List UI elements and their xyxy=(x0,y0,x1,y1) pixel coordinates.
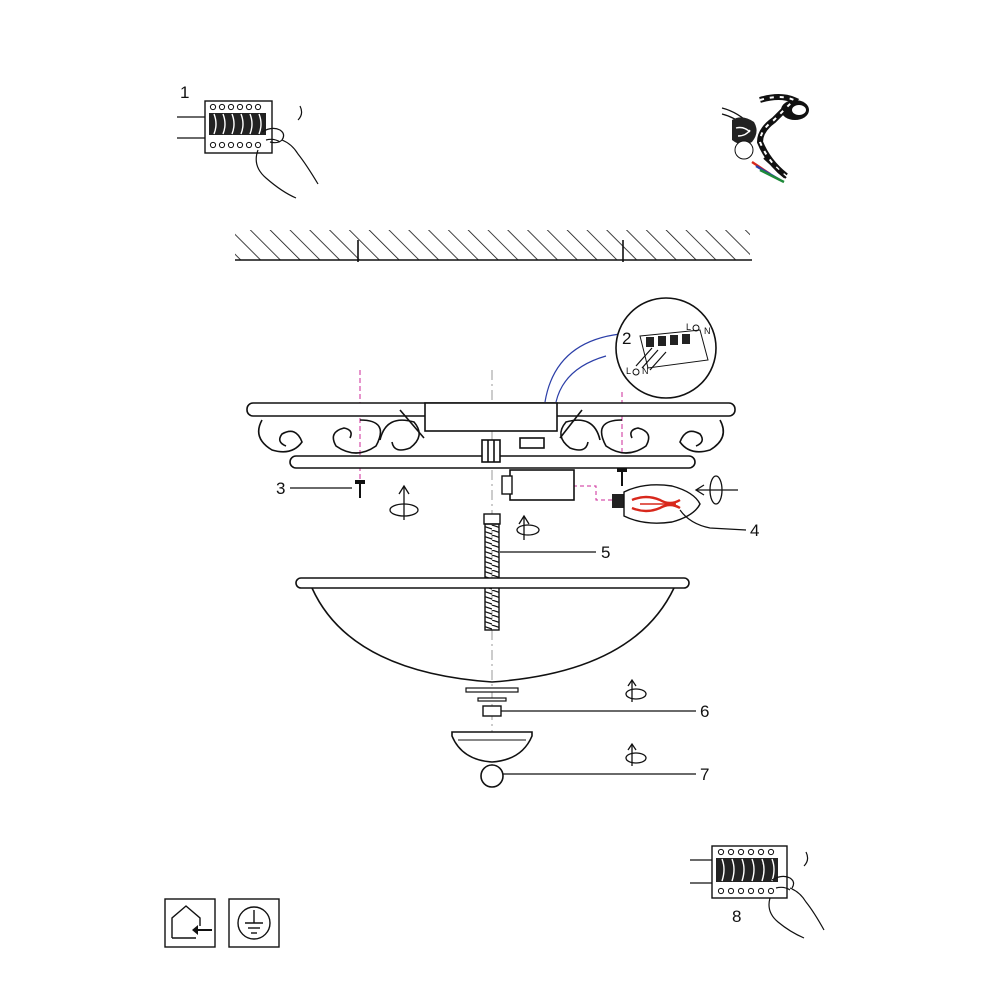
ceiling xyxy=(235,230,752,262)
step2-terminal-detail: 2 L N L N xyxy=(544,297,717,403)
glass-bowl xyxy=(295,577,690,683)
step3-screw: 3 xyxy=(276,468,627,498)
rotate-arrow-icon-4 xyxy=(625,678,647,702)
step4-bulb: 4 xyxy=(612,484,759,540)
ceiling-frame xyxy=(246,402,736,469)
step5-threaded-rod: 5 xyxy=(483,513,610,631)
terminal-live-label-bottom: L xyxy=(626,366,631,376)
terminal-live-label: L xyxy=(686,322,691,332)
hand-icon-2 xyxy=(768,851,825,939)
rotate-arrow-icon-2 xyxy=(516,514,540,540)
earth-ground-icon xyxy=(228,898,280,948)
wire-bundle-icon xyxy=(721,94,809,184)
step6-label: 6 xyxy=(700,702,709,721)
step1-terminal-block: 1 xyxy=(177,83,319,199)
step8-terminal-block: 8 xyxy=(690,845,825,939)
rotate-arrow-icon-5 xyxy=(625,742,647,766)
step2-label: 2 xyxy=(622,329,631,348)
step6-washer-nut: 6 xyxy=(465,687,709,721)
step3-label: 3 xyxy=(276,479,285,498)
lamp-holder xyxy=(501,469,575,501)
step8-label: 8 xyxy=(732,907,741,926)
step7-finial: 7 xyxy=(451,731,709,788)
step5-label: 5 xyxy=(601,543,610,562)
hand-icon xyxy=(255,105,319,199)
terminal-screws-bottom xyxy=(209,141,262,149)
step7-label: 7 xyxy=(700,765,709,784)
earth-icon-bottom xyxy=(632,368,640,376)
rotate-arrow-icon xyxy=(389,484,419,520)
rotate-arrow-icon-3 xyxy=(694,475,738,505)
step4-label: 4 xyxy=(750,521,759,540)
terminal-neutral-label-bottom: N xyxy=(642,366,649,376)
terminal-neutral-label: N xyxy=(704,326,711,336)
step1-label: 1 xyxy=(180,83,189,102)
indoor-use-icon xyxy=(164,898,216,948)
earth-icon xyxy=(692,324,700,332)
terminal-screws-top xyxy=(209,103,262,111)
